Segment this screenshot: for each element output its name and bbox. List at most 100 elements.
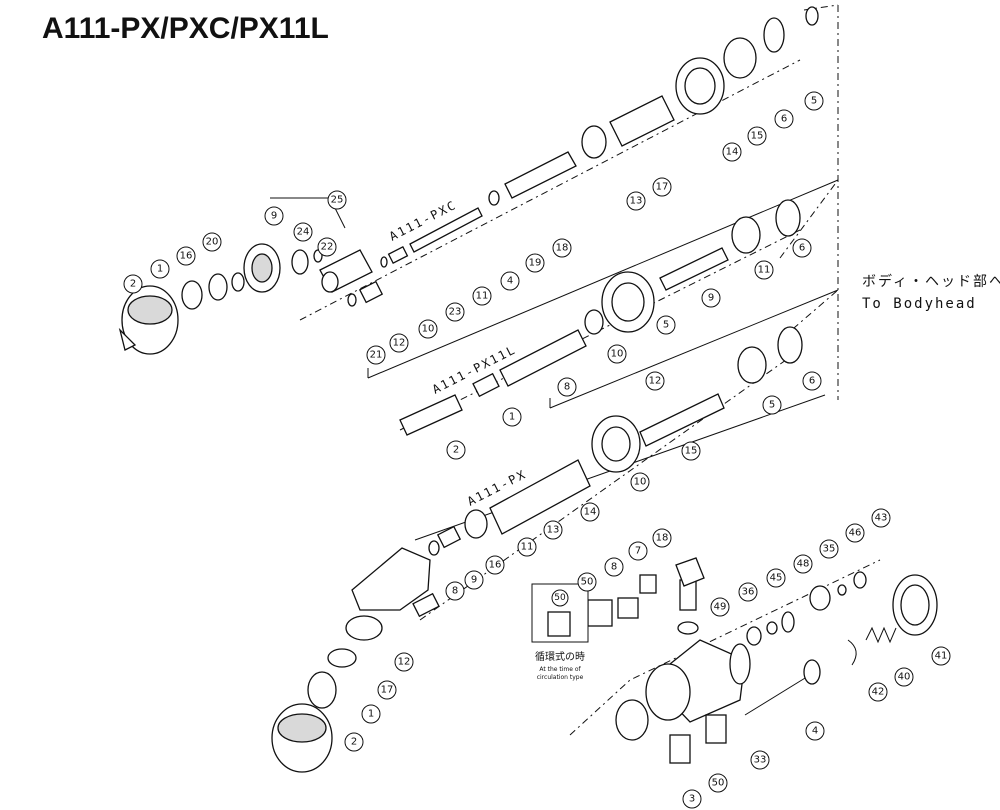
callout-circle [750,750,770,770]
callout-42: 42 [868,682,888,702]
callout-circle [485,555,505,575]
callout-number: 46 [849,528,862,539]
callout-circle [176,246,196,266]
circulation-note-japanese: 循環式の時 [535,650,585,663]
callout-circle [802,371,822,391]
callout-circle [747,126,767,146]
callout-15: 15 [681,441,701,461]
callout-circle [626,191,646,211]
callout-number: 5 [769,400,775,411]
callout-1: 1 [361,704,381,724]
callout-circle [389,333,409,353]
callout-number: 9 [708,293,714,304]
to-bodyhead-english: To Bodyhead [862,296,977,312]
callout-circle [652,177,672,197]
callout-8: 8 [604,557,624,577]
callout-number: 11 [476,291,489,302]
callout-15: 15 [747,126,767,146]
pxc-parts [118,6,819,355]
callout-number: 22 [321,242,334,253]
callout-circle [628,541,648,561]
callout-number: 4 [812,726,818,737]
callout-circle [366,345,386,365]
callout-33: 33 [750,750,770,770]
callout-circle [630,472,650,492]
callout-8: 8 [557,377,577,397]
callout-6: 6 [792,238,812,258]
callout-number: 20 [206,237,219,248]
callout-circle [577,572,597,592]
callout-circle [150,259,170,279]
callout-number: 50 [581,577,594,588]
callout-circle [472,286,492,306]
callout-21: 21 [366,345,386,365]
callout-number: 15 [685,446,698,457]
callout-10: 10 [418,319,438,339]
callout-number: 23 [449,307,462,318]
callout-2: 2 [446,440,466,460]
callout-2: 2 [123,274,143,294]
px11l-parts [399,199,801,436]
callout-circle [708,773,728,793]
callout-circle [722,142,742,162]
callout-45: 45 [766,568,786,588]
callout-circle [793,554,813,574]
callout-circle [871,508,891,528]
callout-circle [604,557,624,577]
callout-circle [361,704,381,724]
callout-number: 6 [799,243,805,254]
callout-circle [681,441,701,461]
callout-22: 22 [317,237,337,257]
callout-number: 8 [611,562,617,573]
callout-number: 11 [758,265,771,276]
callout-circle [445,302,465,322]
callout-9: 9 [701,288,721,308]
callout-circle [552,238,572,258]
callout-number: 10 [422,324,435,335]
callout-number: 1 [368,709,374,720]
callout-5: 5 [656,315,676,335]
callout-circle [517,537,537,557]
callout-circle [931,646,951,666]
callout-11: 11 [754,260,774,280]
callout-10: 10 [607,344,627,364]
callout-16: 16 [485,555,505,575]
callout-number: 2 [130,279,136,290]
callout-number: 17 [381,685,394,696]
callout-25: 25 [327,190,347,210]
callout-12: 12 [389,333,409,353]
px-parts [271,326,803,773]
callout-48: 48 [793,554,813,574]
callout-23: 23 [445,302,465,322]
callout-number: 48 [797,559,810,570]
callout-number: 13 [630,196,643,207]
circulation-note: 50 循環式の時 At the time of circulation type [531,583,589,681]
callout-9: 9 [264,206,284,226]
callout-number: 3 [689,794,695,805]
callout-circle [805,721,825,741]
callout-number: 12 [649,376,662,387]
callout-number: 24 [297,227,310,238]
callout-number: 2 [453,445,459,456]
callout-circle [652,528,672,548]
callout-12: 12 [645,371,665,391]
callout-number: 45 [770,573,783,584]
callout-circle [317,237,337,257]
callout-number: 12 [393,338,406,349]
callout-circle [580,502,600,522]
callout-circle [738,582,758,602]
circulation-note-english-1: At the time of [539,666,581,673]
callout-number: 17 [656,182,669,193]
callout-number: 7 [635,546,641,557]
callout-circle [293,222,313,242]
callout-circle [894,667,914,687]
callout-number: 10 [634,477,647,488]
callout-number: 16 [489,560,502,571]
callout-number: 14 [584,507,597,518]
callout-24: 24 [293,222,313,242]
callout-circle [845,523,865,543]
callout-circle [701,288,721,308]
callout-number: 13 [547,525,560,536]
callout-circle [394,652,414,672]
